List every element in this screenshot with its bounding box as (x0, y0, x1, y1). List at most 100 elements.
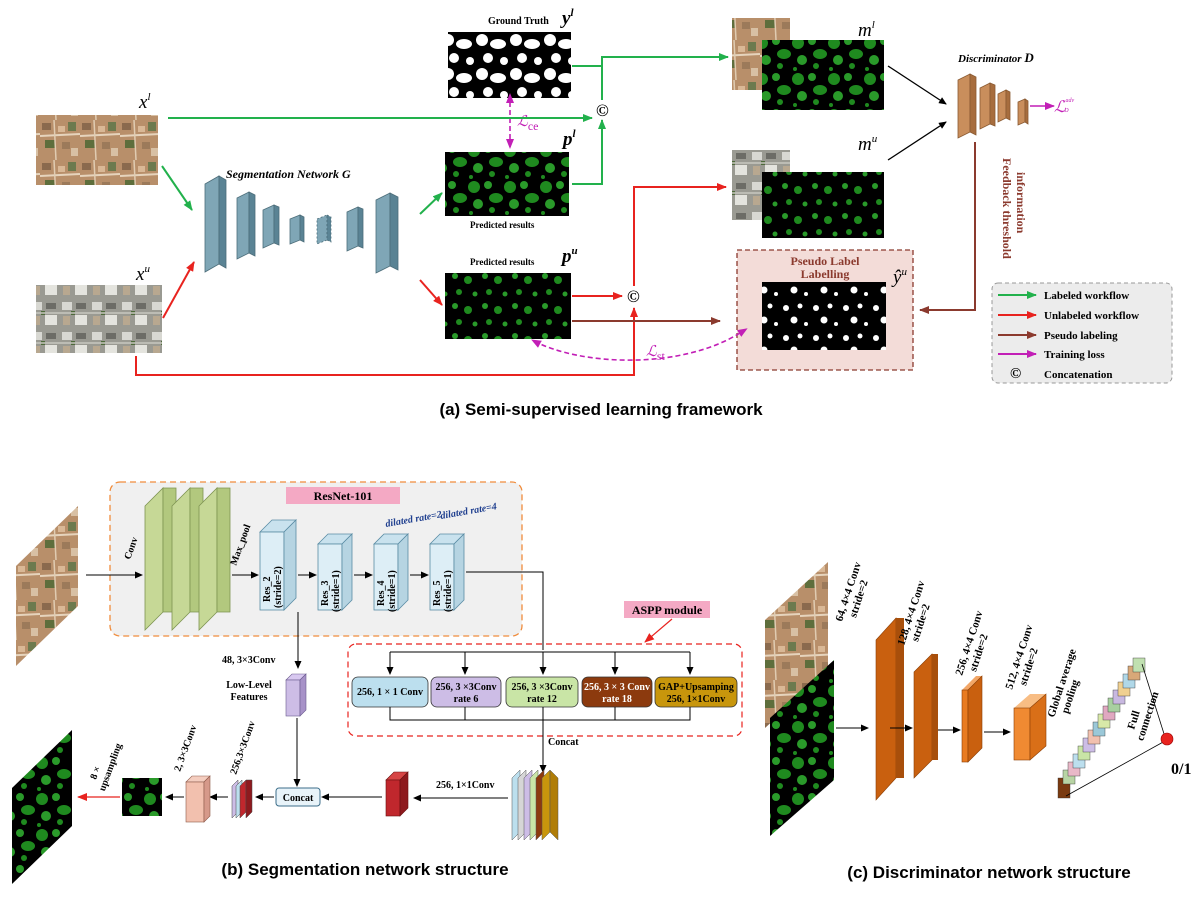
ground-truth-mask (448, 32, 571, 98)
legend-item-loss: Training loss (998, 349, 1105, 361)
segmentation-output-mask (12, 730, 72, 884)
svg-text:Unlabeled workflow: Unlabeled workflow (1044, 310, 1139, 322)
svg-text:64, 4×4 Convstride=2: 64, 4×4 Convstride=2 (833, 560, 875, 626)
legend-box (991, 282, 1173, 384)
output-node (1160, 732, 1174, 746)
arrow-mu-to-d (887, 121, 947, 161)
svg-text:Pseudo labeling: Pseudo labeling (1044, 330, 1118, 342)
segmentation-network-g (204, 175, 399, 274)
svg-text:rate 6: rate 6 (454, 694, 479, 705)
arrow-concat-to-mu (633, 183, 727, 286)
arrow-concat-to-ml (601, 53, 729, 100)
feedback-arrow (919, 142, 976, 314)
p-l-label: pl (561, 128, 577, 150)
arrow-xl-to-g (161, 165, 193, 211)
res2-block: Res_2(stride=2) (259, 519, 297, 611)
concat-box (275, 787, 321, 807)
pseudo-label-mask (762, 282, 886, 350)
ce-loss-label: ℒce (517, 114, 538, 133)
arrow-g-to-pu (419, 279, 443, 306)
conv-1x1-label: 256, 1×1Conv (436, 780, 494, 791)
res4-block: Res_4(stride=1) (373, 533, 409, 612)
aspp-pointer (644, 618, 673, 643)
y-l-label: yl (560, 7, 574, 29)
svg-text:Labeled workflow: Labeled workflow (1044, 290, 1129, 302)
upsampling-label: 8 ×upsampling (86, 738, 125, 793)
svg-text:256, 3 ×3Conv: 256, 3 ×3Conv (512, 682, 573, 693)
aspp-branch-1: 256, 1 × 1 Conv (351, 676, 429, 708)
fc-line-bottom (1065, 740, 1166, 797)
labeled-input-image (36, 115, 158, 185)
mu-mask-front (762, 172, 884, 238)
svg-text:512, 4×4 Convstride=2: 512, 4×4 Convstride=2 (1003, 623, 1047, 695)
svg-text:256, 3 ×3Conv: 256, 3 ×3Conv (436, 682, 497, 693)
disc-input-mask-front (770, 660, 834, 836)
predicted-results-unlabeled: Predicted results (470, 257, 535, 267)
legend-item-unlabeled: Unlabeled workflow (998, 310, 1139, 322)
gap-label: Global averagepooling (1045, 647, 1090, 722)
svg-text:©: © (1010, 366, 1021, 382)
ground-truth-label: Ground Truth (488, 16, 549, 27)
conv-256-3x3-label: 256,3×3Conv (228, 720, 257, 776)
disc-conv-2: 128, 4×4 Convstride=2 (895, 579, 939, 779)
p-u-label: pu (560, 245, 578, 267)
classifier-conv (185, 775, 211, 823)
svg-text:rate 18: rate 18 (602, 694, 632, 705)
decoder-conv-stack (231, 779, 253, 819)
aspp-concat-stack (511, 769, 559, 841)
predicted-results-labeled: Predicted results (470, 220, 535, 230)
output-label: 0/1 (1171, 761, 1191, 778)
st-loss-arrow (531, 328, 748, 361)
disc-input-image-back (765, 562, 828, 728)
y-hat-u-label: ŷu (891, 266, 907, 288)
svg-text:256, 1×1Conv: 256, 1×1Conv (667, 694, 725, 705)
aspp-concat-label: Concat (548, 737, 579, 748)
panel-b: ResNet-101 Conv Max_pool Res_2(stride=2) (12, 481, 743, 884)
segmentation-network-title: Segmentation Network G (226, 167, 351, 181)
aspp-branch-4: 256, 3 × 3 Conv rate 18 (581, 676, 653, 708)
svg-text:Concatenation: Concatenation (1044, 369, 1112, 381)
arrow-xu-to-g (162, 261, 195, 319)
legend: Labeled workflow Unlabeled workflow Pseu… (991, 282, 1173, 384)
aspp-branch-3: 256, 3 ×3Conv rate 12 (505, 676, 579, 708)
svg-text:Res_2(stride=2): Res_2(stride=2) (262, 566, 284, 608)
svg-text:Res_4(stride=1): Res_4(stride=1) (376, 570, 398, 612)
caption-b: (b) Segmentation network structure (221, 860, 508, 879)
resnet-badge (286, 487, 400, 504)
panel-c: 64, 4×4 Convstride=2 128, 4×4 Convstride… (765, 560, 1191, 882)
arrow-gt-to-concat (572, 65, 603, 100)
concat-box-label: Concat (283, 793, 314, 804)
x-l-label: xl (138, 91, 151, 113)
discriminator-d (957, 73, 1029, 139)
svg-text:256, 1 × 1 Conv: 256, 1 × 1 Conv (357, 687, 423, 698)
unlabeled-prediction-mask (445, 273, 571, 339)
res3-block: Res_3(stride=1) (317, 533, 353, 612)
low-res-prediction (122, 778, 162, 816)
discriminator-title: Discriminator D (957, 50, 1034, 65)
fc-line-top (1141, 663, 1166, 738)
st-loss-label: ℒst (646, 344, 665, 363)
svg-text:256, 4×4 Convstride=2: 256, 4×4 Convstride=2 (953, 609, 997, 681)
conv-2-3x3-label: 2, 3×3Conv (172, 724, 199, 773)
svg-text:128, 4×4 Convstride=2: 128, 4×4 Convstride=2 (895, 579, 939, 651)
resnet-conv-stack (144, 487, 231, 631)
x-u-label: xu (135, 263, 150, 285)
arrow-res5-to-aspp (466, 571, 544, 650)
aspp-label: ASPP module (632, 603, 703, 617)
concat-symbol-labeled: © (596, 101, 609, 120)
ml-mask-front (762, 40, 884, 110)
disc-conv-3: 256, 4×4 Convstride=2 (953, 609, 997, 763)
arrow-pl-to-concat (572, 119, 606, 185)
arrow-g-to-pl (419, 192, 443, 215)
aspp-badge (624, 601, 710, 618)
low-level-conv-label: 48, 3×3Conv (222, 655, 275, 666)
resnet-label: ResNet-101 (314, 489, 373, 503)
svg-text:Res_5(stride=1): Res_5(stride=1) (432, 570, 454, 612)
caption-c: (c) Discriminator network structure (847, 863, 1130, 882)
m-u-label: mu (858, 133, 878, 155)
res-blocks: Res_2(stride=2) Res_3(stride=1) Res_4(st… (259, 519, 465, 612)
aspp-fanin (389, 707, 691, 721)
